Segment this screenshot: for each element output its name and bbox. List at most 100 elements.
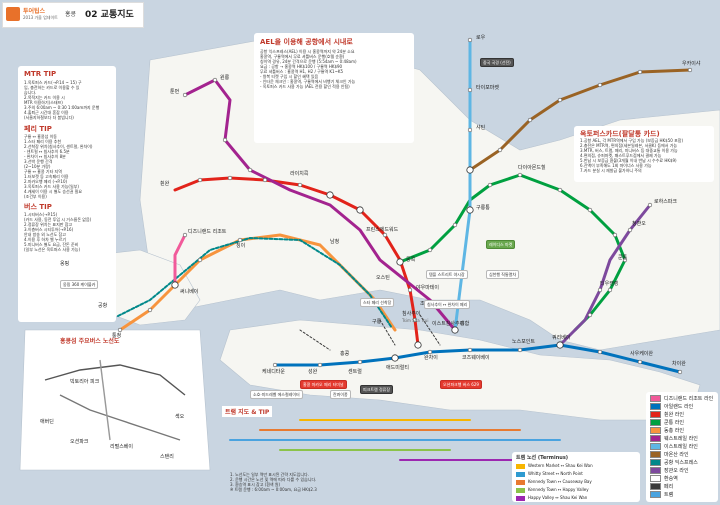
bus-stop-aberdeen: 애버딘	[40, 419, 54, 425]
info-bubble: 피크트램 정류장	[360, 385, 394, 394]
city-badge: 홍콩	[65, 11, 77, 18]
legend-swatch	[650, 451, 661, 458]
tram-route-swatch	[516, 479, 525, 485]
info-bubble: 옹핑 360 케이블카	[60, 280, 99, 289]
station-shau-kei-wan: 사우케이완	[630, 351, 654, 357]
info-bubble: 중국 국경 (선전)	[480, 58, 514, 67]
bus-stop-oceanpark: 오션파크	[70, 439, 89, 445]
legend-item: 이스트레일 라인	[650, 443, 698, 451]
octopus-panel: 옥토퍼스카드(팔달통 카드) 1.공항 AEL, 각 MTR역에서 구입 가능 …	[574, 126, 714, 182]
station-tung-chung: 퉁청	[112, 333, 122, 339]
west-rail-line	[183, 78, 457, 332]
legend-swatch	[650, 483, 661, 490]
station-mong-kok: 몽콕	[406, 257, 416, 263]
east-rail-line	[453, 38, 472, 332]
header: 투어팁스 2013 가을 업데이트 홍콩 02 교통지도	[2, 2, 144, 28]
legend-swatch	[650, 395, 661, 402]
stations	[117, 37, 693, 375]
octopus-body: 1.공항 AEL, 각 MTR역에서 구입 가능 (보증금 HK$50 포함)2…	[580, 138, 684, 173]
bus-map-title: 홍콩섬 주요버스 노선도	[60, 338, 120, 345]
legend-label: 이스트레일 라인	[664, 444, 698, 450]
station-lohas-park: 로하스파크	[654, 199, 678, 205]
ael-title: AEL을 이용해 공항에서 시내로	[260, 38, 353, 46]
legend-label: 웨스트레일 라인	[664, 436, 698, 442]
station-hong-kong: 홍콩	[340, 351, 350, 357]
tram-route-label: Whitty Street ↔ North Point	[528, 471, 583, 476]
info-bubble: 심천행 직통열차	[486, 270, 520, 279]
station-prince-edward: 프린스에드워드	[366, 227, 399, 233]
brand-sub: 2013 가을 업데이트	[23, 15, 58, 20]
station-wan-chai: 완차이	[424, 355, 438, 361]
tram-route-legend: 트램 노선 (Terminus) Western Market ↔ Shau K…	[512, 452, 640, 502]
station-sha-tin: 샤틴	[476, 125, 486, 131]
legend-swatch	[650, 403, 661, 410]
station-lai-chi-kok: 라이치콕	[290, 171, 309, 177]
legend-item: 마온산 라인	[650, 451, 689, 459]
tram-route-item: Whitty Street ↔ North Point	[516, 470, 583, 478]
legend-item: 동총 라인	[650, 427, 684, 435]
station-hung-hom: 홍함	[460, 321, 470, 327]
tram-route-swatch	[516, 463, 525, 469]
station-kwun-tong: 쿤통	[618, 255, 628, 261]
info-bubble: 스타 페리 선착장	[360, 298, 395, 307]
station-tsing-yi: 칭이	[236, 243, 246, 249]
tram-route-swatch	[516, 487, 525, 493]
tram-title: 트램 지도 & TIP	[222, 406, 273, 417]
bus-stop-shek-o: 셱오	[175, 414, 185, 420]
brand-name: 투어팁스	[23, 8, 46, 15]
legend-label: 장관오 라인	[664, 468, 689, 474]
tram-route-item: Happy Valley ↔ Shau Kei Wan	[516, 494, 587, 502]
legend-item: 장관오 라인	[650, 467, 689, 475]
info-bubble: 란콰이퐁	[330, 390, 351, 399]
bus-stop-stanley: 스탠리	[160, 454, 174, 460]
station-tsim-sha-tsui: 침사추이	[402, 311, 421, 317]
station-tiu-keng-leng: 티우켕렝	[600, 281, 619, 287]
info-bubble: 오션파크행 버스 629	[440, 380, 482, 389]
legend-item: 아일랜드 라인	[650, 403, 693, 411]
ferry-tip-title: 페리 TIP	[24, 125, 52, 133]
station-tsuen-wan: 췬완	[160, 181, 170, 187]
tram-route-item: Western Market ↔ Shau Kei Wan	[516, 462, 593, 470]
station-causeway-bay: 코즈웨이베이	[462, 355, 490, 361]
info-bubble: 침사추이 ↔ 완차이 페리	[424, 300, 471, 309]
legend-item: 쿤통 라인	[650, 419, 684, 427]
ferry-routes	[299, 314, 441, 351]
legend-item: 페리	[650, 483, 673, 491]
mtr-tip-body: 1.옥토퍼스 카드(→P.14 ~ 15) 구 입, 충전하는 카드로 이용할 …	[24, 80, 100, 120]
info-bubble: 레이디스 마켓	[486, 240, 516, 249]
legend-label: 디즈니랜드 리조트 라인	[664, 396, 714, 402]
tseung-kwan-o-line	[558, 203, 652, 347]
station-sunny-bay: 써니베이	[180, 289, 199, 295]
station-sheung-wan: 성완	[308, 369, 318, 375]
legend-label: 트램	[664, 492, 674, 498]
tram-route-swatch	[516, 471, 525, 477]
tram-route-label: Western Market ↔ Shau Kei Wan	[528, 463, 593, 468]
station-tuen-mun: 툰먼	[170, 89, 180, 95]
station-chai-wan: 차이완	[672, 361, 686, 367]
station-kowloon: 구룡	[372, 319, 382, 325]
bus-tip-title: 버스 TIP	[24, 203, 52, 211]
legend-item: 트램	[650, 491, 673, 499]
station-tseung-kwan-o: 청콴오	[632, 221, 646, 227]
tsuen-wan-line	[173, 176, 420, 347]
page-title: 02 교통지도	[85, 10, 134, 20]
octopus-title: 옥토퍼스카드(팔달통 카드)	[580, 130, 660, 138]
station-yuen-long: 윈롱	[220, 75, 230, 81]
legend-swatch	[650, 427, 661, 434]
tram-route-label: Kennedy Town ↔ Happy Valley	[528, 487, 589, 492]
legend-swatch	[650, 475, 661, 482]
bus-tip-body: 1.시티버스(→P.15) (카드 사용, 동전 투입 시 거스름돈 없음) 2…	[24, 212, 92, 252]
legend-label: 췬완 라인	[664, 412, 684, 418]
tips-panel: MTR TIP 1.옥토퍼스 카드(→P.14 ~ 15) 구 입, 충전하는 …	[18, 66, 116, 322]
airport-express-line	[117, 237, 393, 329]
info-bubble: 소호·미드레벨 에스컬레이터	[250, 390, 303, 399]
station-admiralty: 애드미럴티	[386, 365, 410, 371]
legend-item: 환승역	[650, 475, 678, 483]
station-kennedy-town: 케네디타운	[262, 369, 286, 375]
legend-label: 쿤통 라인	[664, 420, 684, 426]
bus-stop-repulse: 리펄스베이	[110, 444, 134, 450]
legend-label: 아일랜드 라인	[664, 404, 694, 410]
station-tai-po: 타이포마켓	[476, 85, 500, 91]
